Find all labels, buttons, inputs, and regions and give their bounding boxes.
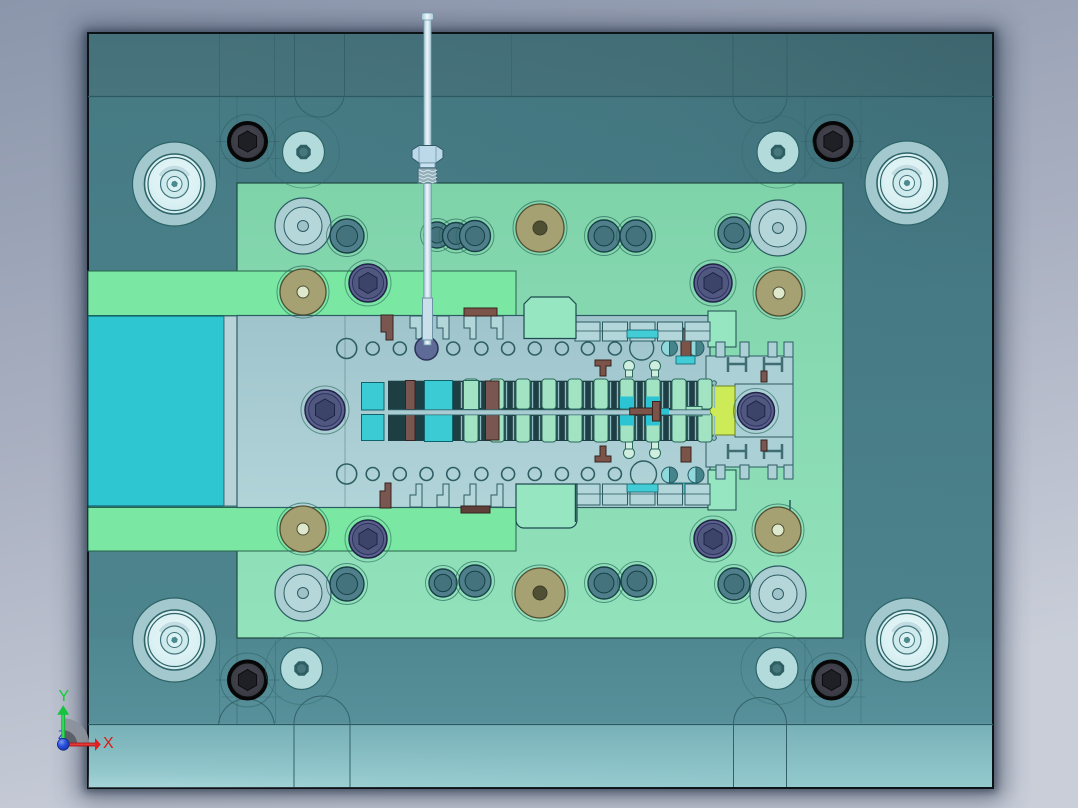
svg-text:Y: Y [59,688,70,705]
svg-text:X: X [103,735,114,752]
